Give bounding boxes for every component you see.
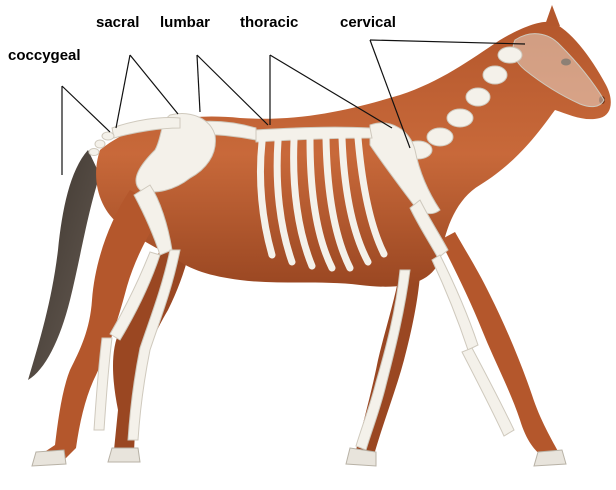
labels: coccygeal sacral lumbar thoracic cervica… bbox=[8, 14, 396, 64]
leader-sacral-2 bbox=[130, 55, 178, 114]
near-fore-hoof bbox=[534, 450, 566, 466]
label-coccygeal: coccygeal bbox=[8, 47, 81, 64]
far-hind-hoof bbox=[108, 448, 140, 462]
leader-sacral-1 bbox=[116, 55, 130, 128]
ear bbox=[545, 5, 560, 26]
near-hind-hoof bbox=[32, 450, 66, 466]
label-sacral: sacral bbox=[96, 14, 139, 31]
label-thoracic: thoracic bbox=[240, 14, 298, 31]
leader-lumbar-2 bbox=[197, 55, 268, 125]
hooves bbox=[32, 448, 566, 466]
label-lumbar: lumbar bbox=[160, 14, 210, 31]
horse-illustration bbox=[28, 5, 611, 466]
label-cervical: cervical bbox=[340, 14, 396, 31]
leader-lumbar-1 bbox=[197, 55, 200, 112]
leader-coccygeal-1 bbox=[62, 86, 110, 132]
